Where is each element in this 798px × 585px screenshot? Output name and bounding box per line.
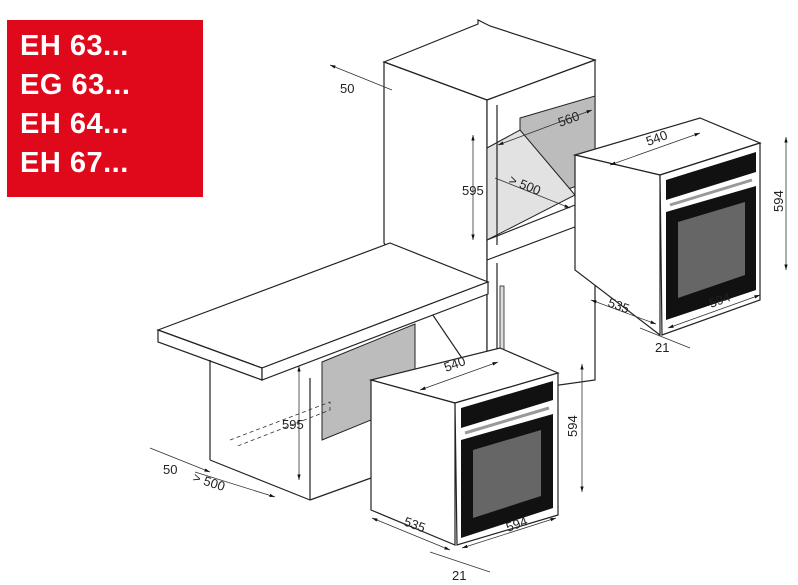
dim-lower-oven-depth-top: 540 <box>442 353 468 375</box>
upper-oven <box>572 117 762 337</box>
dim-niche-width: 560 <box>556 108 582 130</box>
dim-upper-oven-depth: 535 <box>606 295 632 317</box>
lower-oven <box>368 347 560 546</box>
dim-lower-oven-depth: 535 <box>402 514 428 536</box>
dim-upper-oven-height: 594 <box>771 190 786 212</box>
model-list-banner: EH 63... EG 63... EH 64... EH 67... <box>7 20 203 197</box>
dim-undercounter-gap: 50 <box>163 462 177 477</box>
dim-niche-height: 595 <box>462 183 484 198</box>
dim-tall-top-gap: 50 <box>340 81 354 96</box>
control-panel <box>666 152 756 200</box>
dimension-lines <box>149 64 788 573</box>
dim-upper-oven-depth-top: 540 <box>644 127 670 149</box>
model-label: EG 63... <box>20 69 131 101</box>
dim-upper-oven-width: 594 <box>707 289 733 311</box>
dim-lower-oven-height: 594 <box>565 415 580 437</box>
dim-lower-oven-width: 594 <box>504 513 530 535</box>
dim-undercounter-height: 595 <box>282 417 304 432</box>
model-label: EH 63... <box>20 30 129 62</box>
tall-cabinet <box>382 19 597 397</box>
oven-handle <box>669 178 753 207</box>
dim-undercounter-depth: > 500 <box>191 470 227 494</box>
model-label: EH 67... <box>20 147 129 179</box>
door-handle <box>499 285 505 351</box>
oven-window <box>678 202 745 298</box>
dim-lower-oven-front: 21 <box>452 568 466 583</box>
model-label: EH 64... <box>20 108 129 140</box>
dim-upper-oven-front: 21 <box>655 340 669 355</box>
